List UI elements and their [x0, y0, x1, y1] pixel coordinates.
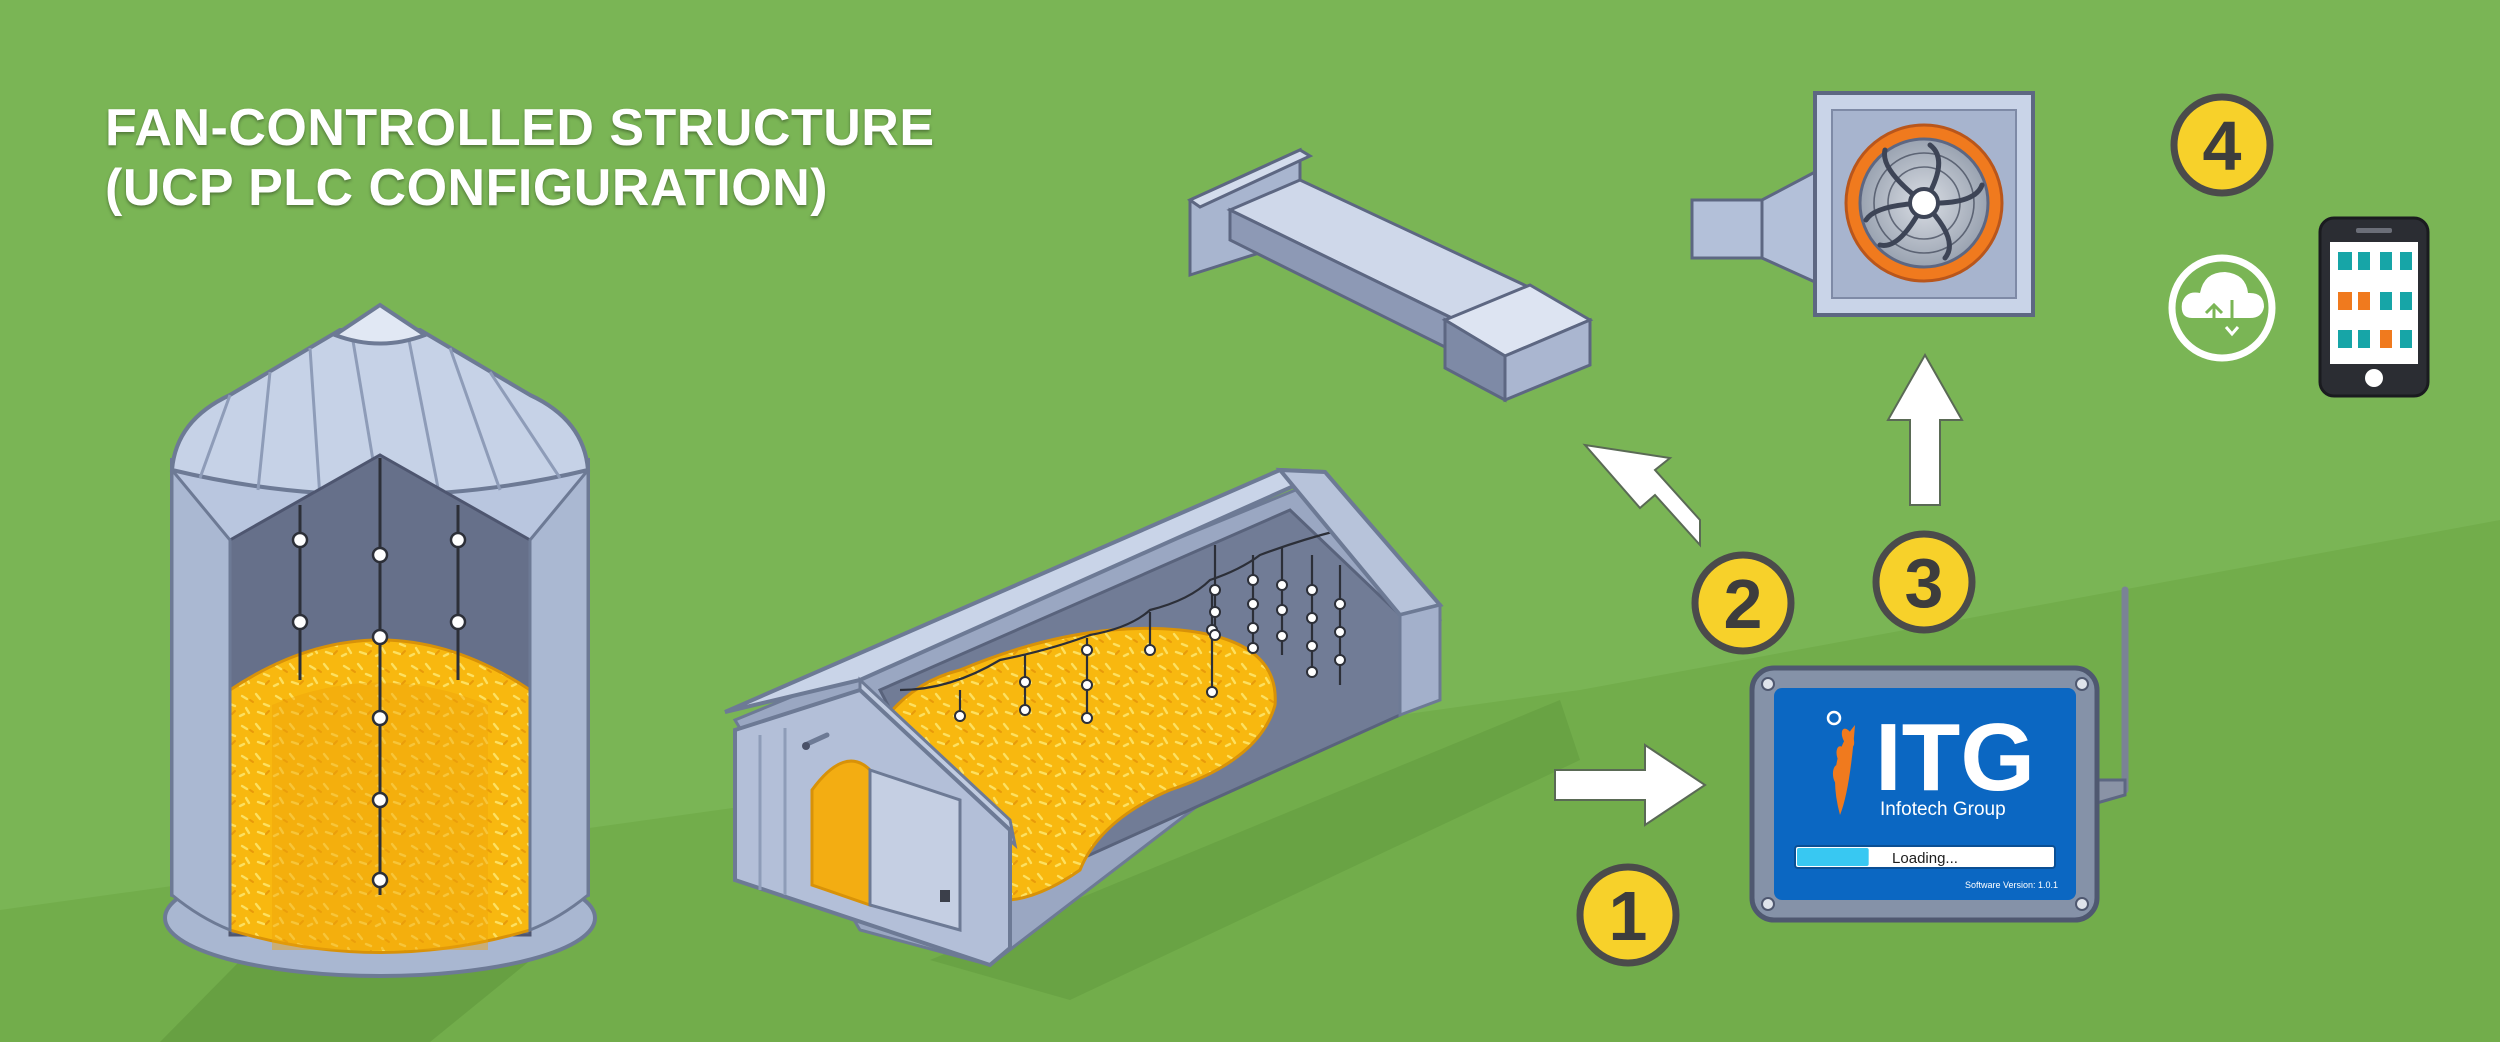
- step-badge-3: 3: [1872, 530, 1976, 634]
- title-line-1: FAN-CONTROLLED STRUCTURE: [105, 99, 935, 157]
- arrow-to-fan: [1886, 352, 1964, 506]
- svg-text:2: 2: [1724, 565, 1763, 643]
- controller-company: Infotech Group: [1880, 799, 2006, 820]
- step-badge-1: 1: [1576, 863, 1680, 967]
- arrow-to-controller: [1554, 743, 1707, 827]
- title-line-2: (UCP PLC CONFIGURATION): [105, 159, 829, 217]
- step-badge-2: 2: [1691, 551, 1795, 655]
- plc-controller: ITG ® Infotech Group Loading... Software…: [1749, 586, 2129, 923]
- grain-storage-shed-icon: [724, 467, 1444, 968]
- software-version: Software Version: 1.0.1: [1965, 880, 2058, 890]
- wheat-logo-icon: [1832, 725, 1855, 815]
- shed-shadow: [930, 700, 1580, 1000]
- svg-text:1: 1: [1609, 877, 1648, 955]
- silo-icon: [163, 302, 597, 978]
- air-duct-icon: [1186, 147, 1594, 403]
- svg-text:4: 4: [2203, 107, 2242, 185]
- page-title: FAN-CONTROLLED STRUCTURE (UCP PLC CONFIG…: [105, 98, 935, 218]
- flow-arrows: [1554, 352, 1964, 827]
- svg-text:3: 3: [1905, 544, 1944, 622]
- step-badges: 1 2 3 4: [1576, 93, 2274, 967]
- controller-brand: ITG: [1875, 704, 2035, 811]
- registered-mark: ®: [2010, 727, 2021, 743]
- arrow-to-duct: [1582, 443, 1701, 548]
- cloud-sync-icon: [2168, 254, 2276, 362]
- loading-status: Loading...: [1892, 850, 1958, 867]
- smartphone-icon: [2318, 216, 2430, 398]
- step-badge-4: 4: [2170, 93, 2274, 197]
- exhaust-fan-icon: [1690, 91, 2035, 317]
- progress-fill: [1797, 848, 1869, 866]
